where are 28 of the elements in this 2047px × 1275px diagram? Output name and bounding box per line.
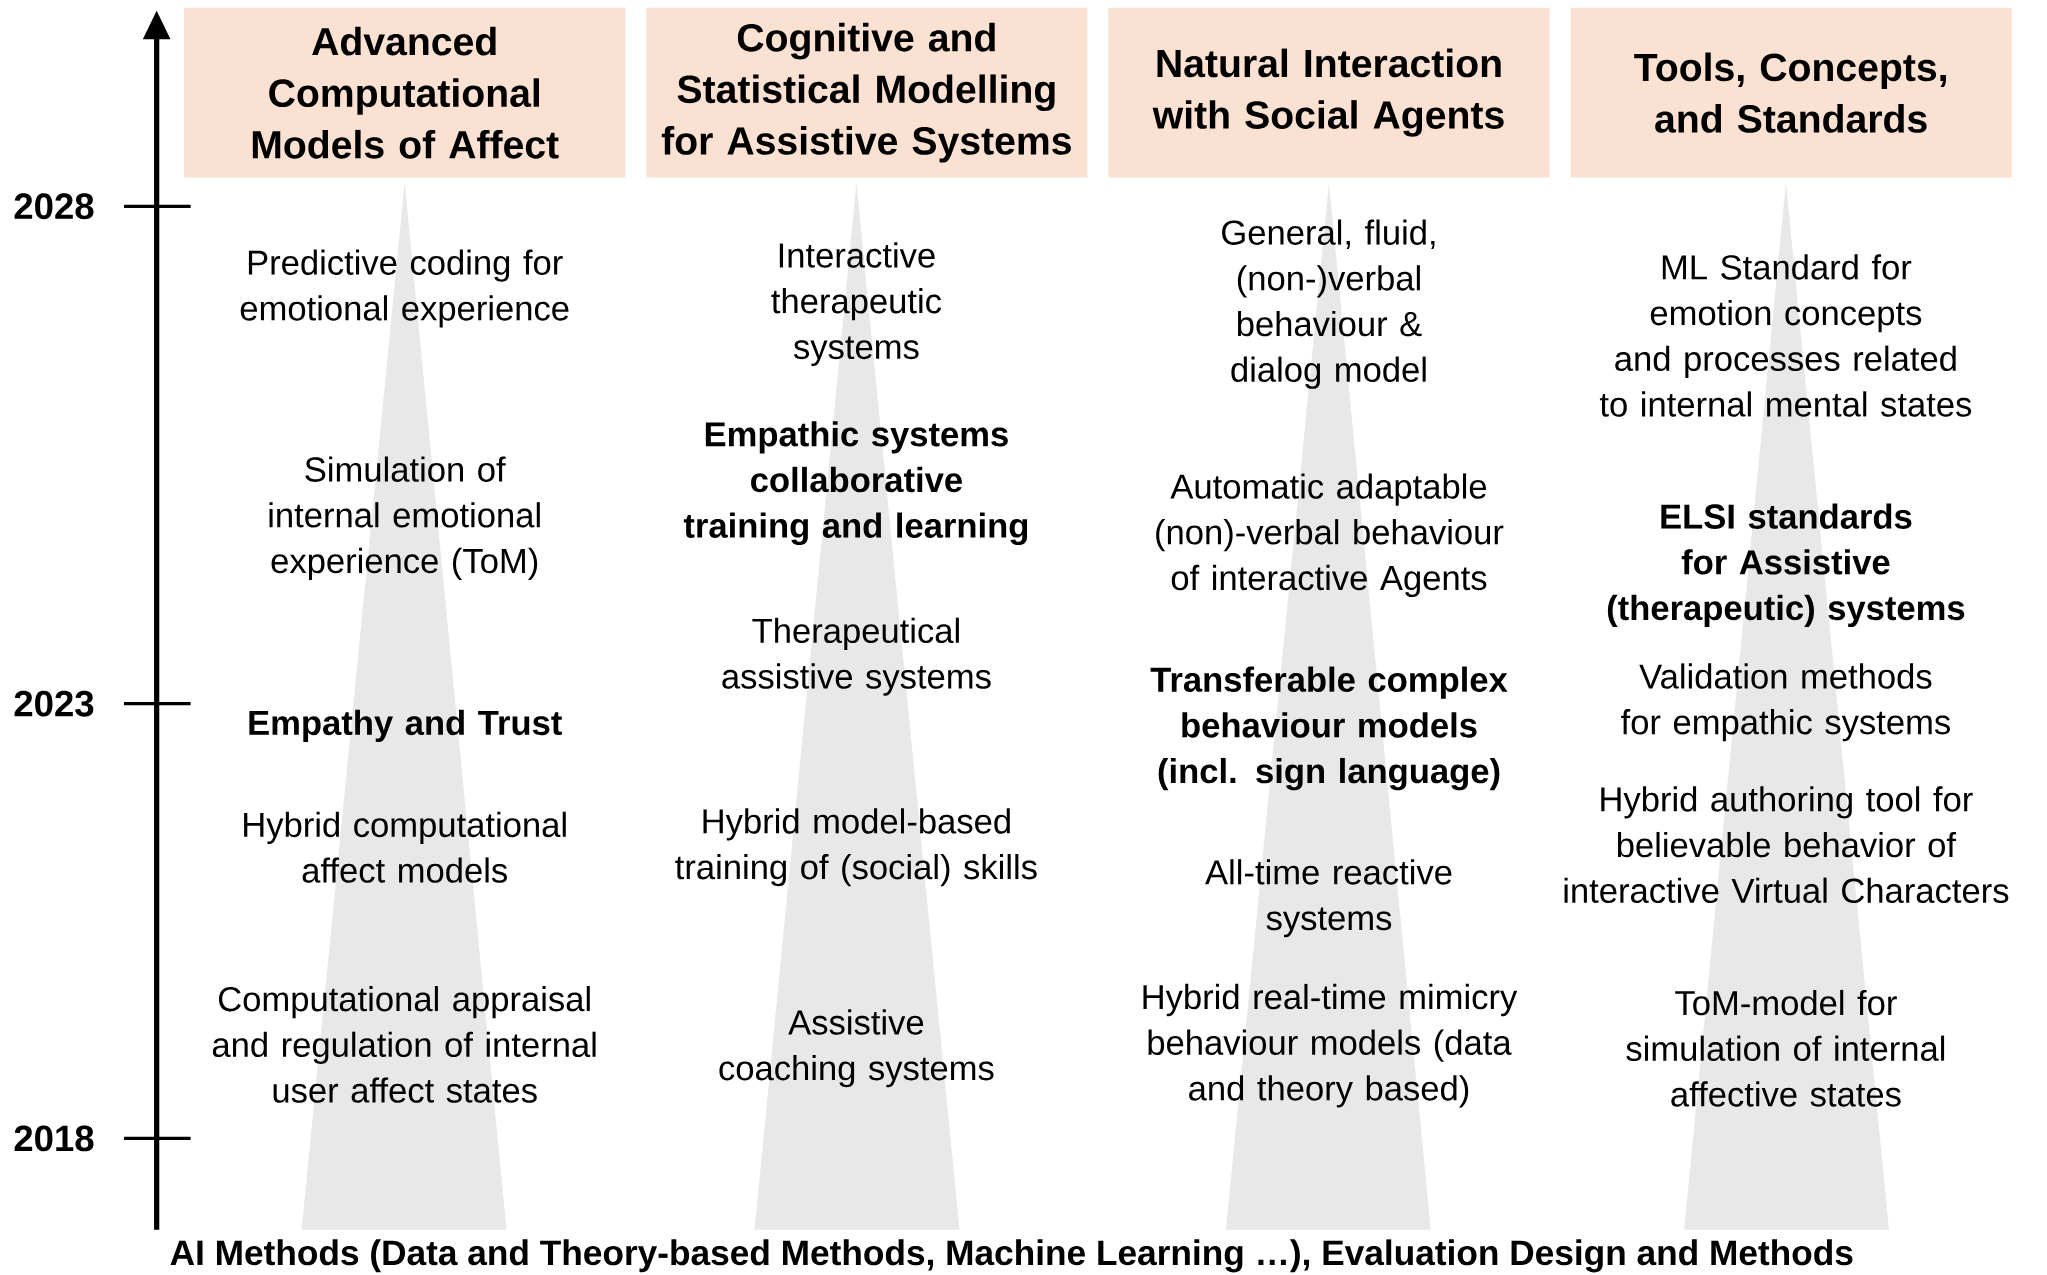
column-header: Cognitive and Statistical Modelling for Assistive Systems xyxy=(646,7,1088,178)
item-text: Assistive coaching systems xyxy=(719,1009,994,1088)
item-text: Hybrid authoring tool for believable behavior of interactive Virtual Characters xyxy=(1564,786,2009,903)
item-text: Predictive coding for emotional experience xyxy=(240,249,569,328)
item-text: ML Standard for emotion concepts and processes related to internal mental states xyxy=(1599,254,1972,417)
item-text: Transferable complex behaviour models (incl. sign language) xyxy=(1150,666,1508,791)
item-text: General, fluid, (non-)verbal behaviour & dialog model xyxy=(1222,219,1435,389)
footer-text: AI Methods (Data and Theory-based Methods, Machine Learning …), Evaluation Design and Methods xyxy=(170,1239,1853,1273)
item-text: Hybrid model-based training of (social) skills xyxy=(675,808,1037,886)
item-text: Automatic adaptable (non)-verbal behaviour of interactive Agents xyxy=(1156,473,1504,597)
item-text: Empathy and Trust xyxy=(249,709,562,742)
item-text: Computational appraisal and regulation of internal user affect states xyxy=(212,985,596,1103)
year-label: 2018 xyxy=(14,1125,94,1152)
column-header: Advanced Computational Models of Affect xyxy=(184,7,626,178)
item-text: Validation methods for empathic systems xyxy=(1621,663,1950,742)
item-text: All-time reactive systems xyxy=(1205,859,1452,937)
item-text: ELSI standards for Assistive (therapeutic) systems xyxy=(1607,503,1965,627)
column-header: Tools, Concepts, and Standards xyxy=(1570,7,2012,178)
item-text: ToM-model for simulation of internal affective states xyxy=(1626,989,1945,1107)
item-text: Hybrid real-time mimicry behaviour models (data and theory based) xyxy=(1143,983,1518,1108)
year-label: 2023 xyxy=(14,690,94,717)
column-header: Natural Interaction with Social Agents xyxy=(1108,7,1550,178)
item-text: Therapeutical assistive systems xyxy=(722,617,991,696)
year-label: 2028 xyxy=(14,193,94,219)
item-text: Hybrid computational affect models xyxy=(244,811,566,883)
item-text: Empathic systems collaborative training and learning xyxy=(683,420,1028,545)
item-text: Simulation of internal emotional experience (ToM) xyxy=(269,456,540,580)
item-text: Interactive therapeutic systems xyxy=(771,242,942,366)
